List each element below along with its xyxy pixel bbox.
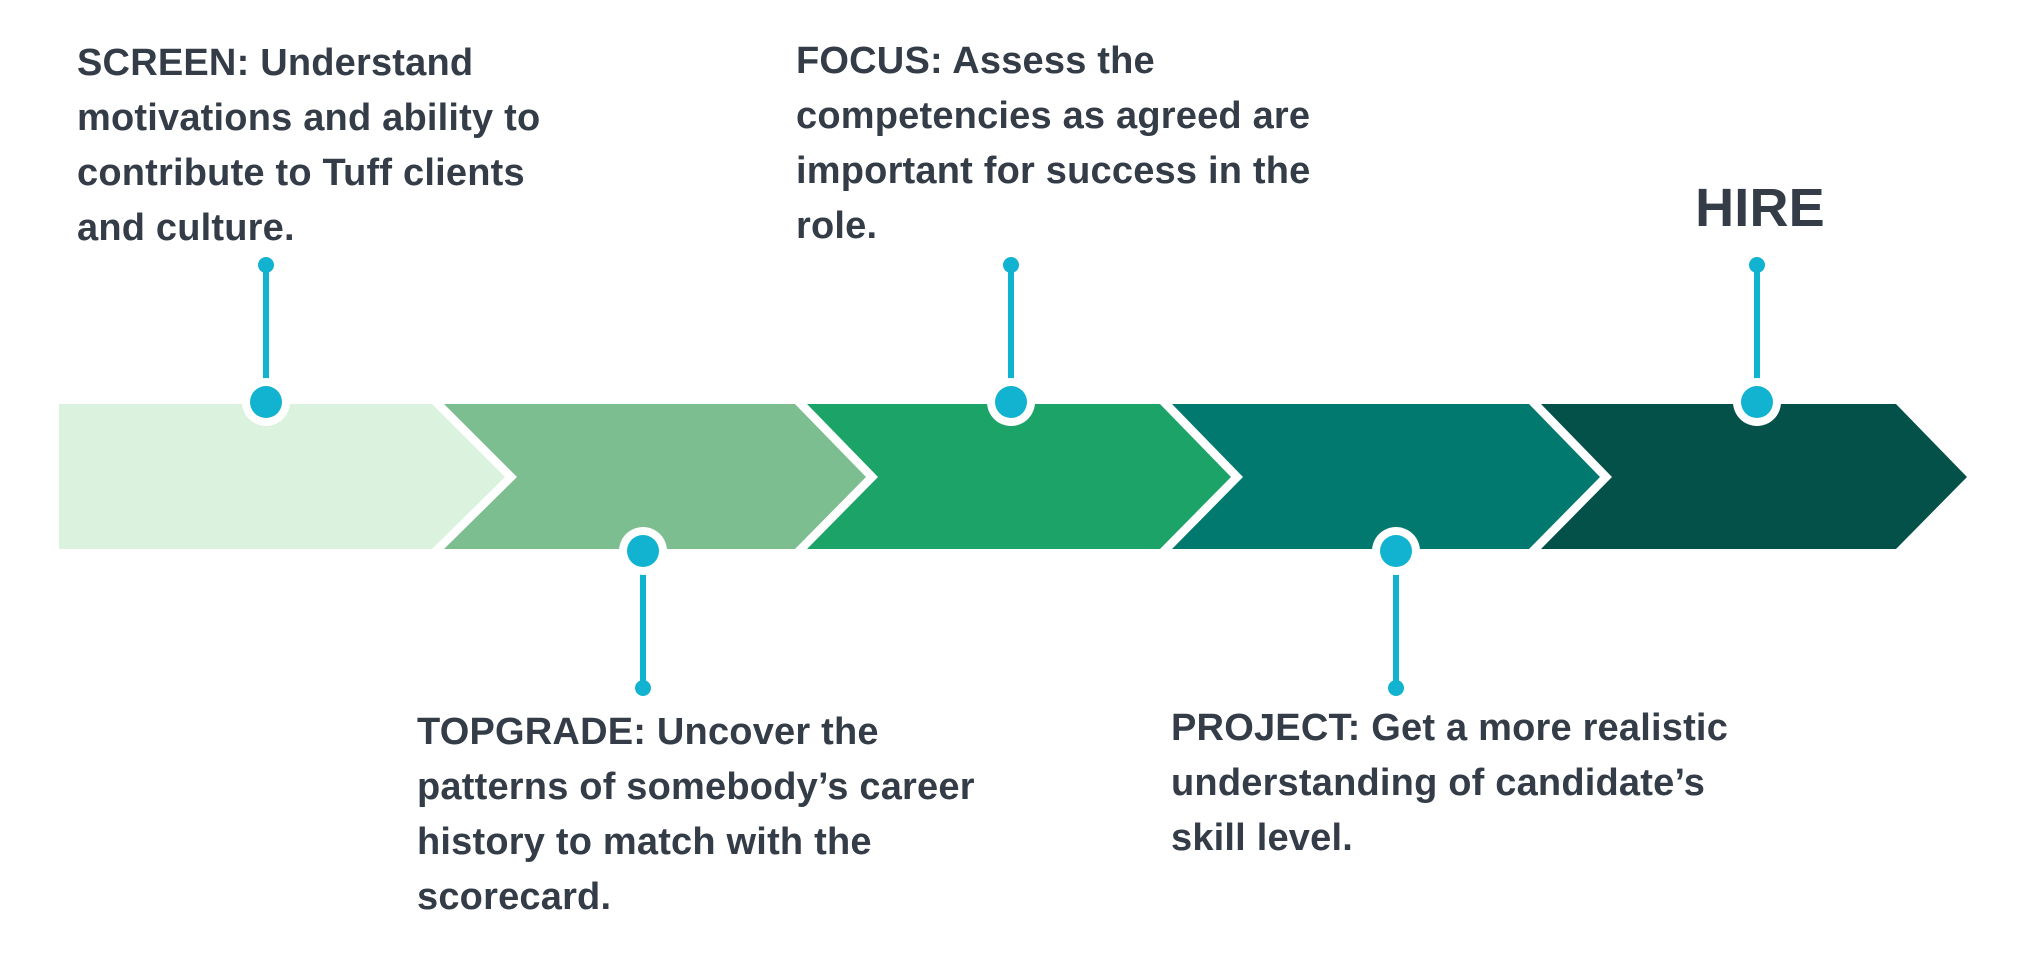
callout-project: PROJECT: Get a more realistic understand… [1171, 701, 1731, 866]
callout-focus: FOCUS: Assess the competencies as agreed… [796, 34, 1316, 254]
callout-screen-keyword: SCREEN: [77, 42, 250, 84]
callout-hire: HIRE [1600, 175, 1920, 241]
node-marker-topgrade [619, 527, 667, 575]
callout-topgrade-text: Uncover the patterns of somebody’s caree… [417, 711, 975, 918]
stage-arrow-project [1172, 404, 1600, 549]
node-marker-screen [242, 378, 290, 426]
endpoint-dot-screen [258, 257, 274, 273]
endpoint-dot-project [1388, 680, 1404, 696]
callout-hire-keyword: HIRE [1695, 178, 1825, 238]
stage-arrow-focus [807, 404, 1231, 549]
stage-arrow-screen [59, 404, 505, 549]
callout-project-keyword: PROJECT: [1171, 707, 1361, 749]
node-marker-focus [987, 378, 1035, 426]
callout-topgrade: TOPGRADE: Uncover the patterns of somebo… [417, 705, 977, 925]
endpoint-dot-hire [1749, 257, 1765, 273]
node-marker-hire [1733, 378, 1781, 426]
callout-topgrade-keyword: TOPGRADE: [417, 711, 647, 753]
callout-screen: SCREEN: Understand motivations and abili… [77, 36, 597, 256]
stage-arrow-topgrade [444, 404, 866, 549]
callout-focus-text: Assess the competencies as agreed are im… [796, 40, 1311, 247]
callout-project-text: Get a more realistic understanding of ca… [1171, 707, 1729, 859]
stage-arrow-hire [1541, 404, 1967, 549]
callout-screen-text: Understand motivations and ability to co… [77, 42, 541, 249]
node-marker-project [1372, 527, 1420, 575]
endpoint-dot-topgrade [635, 680, 651, 696]
endpoint-dot-focus [1003, 257, 1019, 273]
callout-focus-keyword: FOCUS: [796, 40, 943, 82]
